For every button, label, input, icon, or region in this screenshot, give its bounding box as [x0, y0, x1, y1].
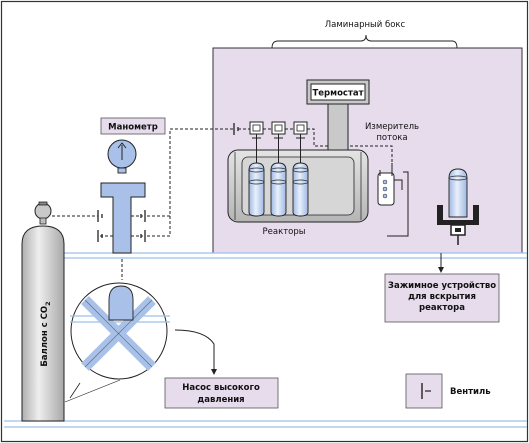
- clamp-label-line1: Зажимное устройство: [388, 281, 496, 291]
- valve-legend-box: [405, 373, 443, 409]
- laminar-box-label: Ламинарный бокс: [325, 20, 406, 30]
- reactor-3: [292, 148, 309, 217]
- thermostat-label: Термостат: [312, 89, 363, 99]
- reactor-valve-3: [293, 121, 308, 148]
- valve-right-upper: [140, 210, 146, 222]
- pump-hatch-1: [69, 382, 81, 399]
- pump-label-line1: Насос высокого: [182, 383, 260, 393]
- co2-cylinder: [21, 201, 65, 422]
- valve-legend-symbol: [421, 383, 431, 399]
- flow-meter: [377, 163, 403, 206]
- pump-leader-arrow: [211, 369, 217, 375]
- gas-line-to-manifold: [147, 128, 233, 217]
- gas-line-to-flow-meter: [307, 128, 393, 163]
- co2-cylinder-label: Баллон с CO2: [40, 301, 52, 366]
- valve-right-lower: [140, 230, 146, 242]
- flow-meter-label-line1: Измеритель: [365, 122, 419, 132]
- clamp-leader-arrow: [438, 267, 444, 273]
- pump-label-box: [164, 377, 279, 409]
- gas-line-lower-return: [147, 216, 171, 237]
- manometer-label-box: [100, 117, 166, 135]
- reactor-2: [270, 148, 287, 217]
- reactor-1: [248, 148, 265, 217]
- reactors-label: Реакторы: [263, 227, 306, 237]
- thermostat-label-box: [310, 83, 366, 101]
- clamp-label-line2: для вскрытия: [408, 292, 476, 302]
- high-pressure-pump: [70, 282, 170, 380]
- valve-left-upper: [97, 210, 103, 222]
- flow-meter-label-line2: потока: [376, 133, 407, 143]
- valve-legend-label: Вентиль: [450, 387, 491, 397]
- clamp-device: [437, 168, 479, 245]
- pump-hatch-2: [64, 379, 121, 403]
- pump-label-line2: давления: [197, 395, 244, 405]
- thermostat-stand: [327, 101, 349, 151]
- reactor-valve-1: [249, 121, 264, 148]
- pump-leader-line: [174, 329, 215, 372]
- t-junction-body: [100, 182, 146, 254]
- clamp-label-box: [384, 273, 500, 323]
- laminar-box-brace: [271, 34, 458, 49]
- reactor-valve-2: [271, 121, 286, 148]
- manometer-label: Манометр: [108, 123, 158, 133]
- clamp-label-line3: реактора: [419, 303, 465, 313]
- manometer: [107, 139, 137, 174]
- flow-meter-exhaust-line: [387, 171, 409, 237]
